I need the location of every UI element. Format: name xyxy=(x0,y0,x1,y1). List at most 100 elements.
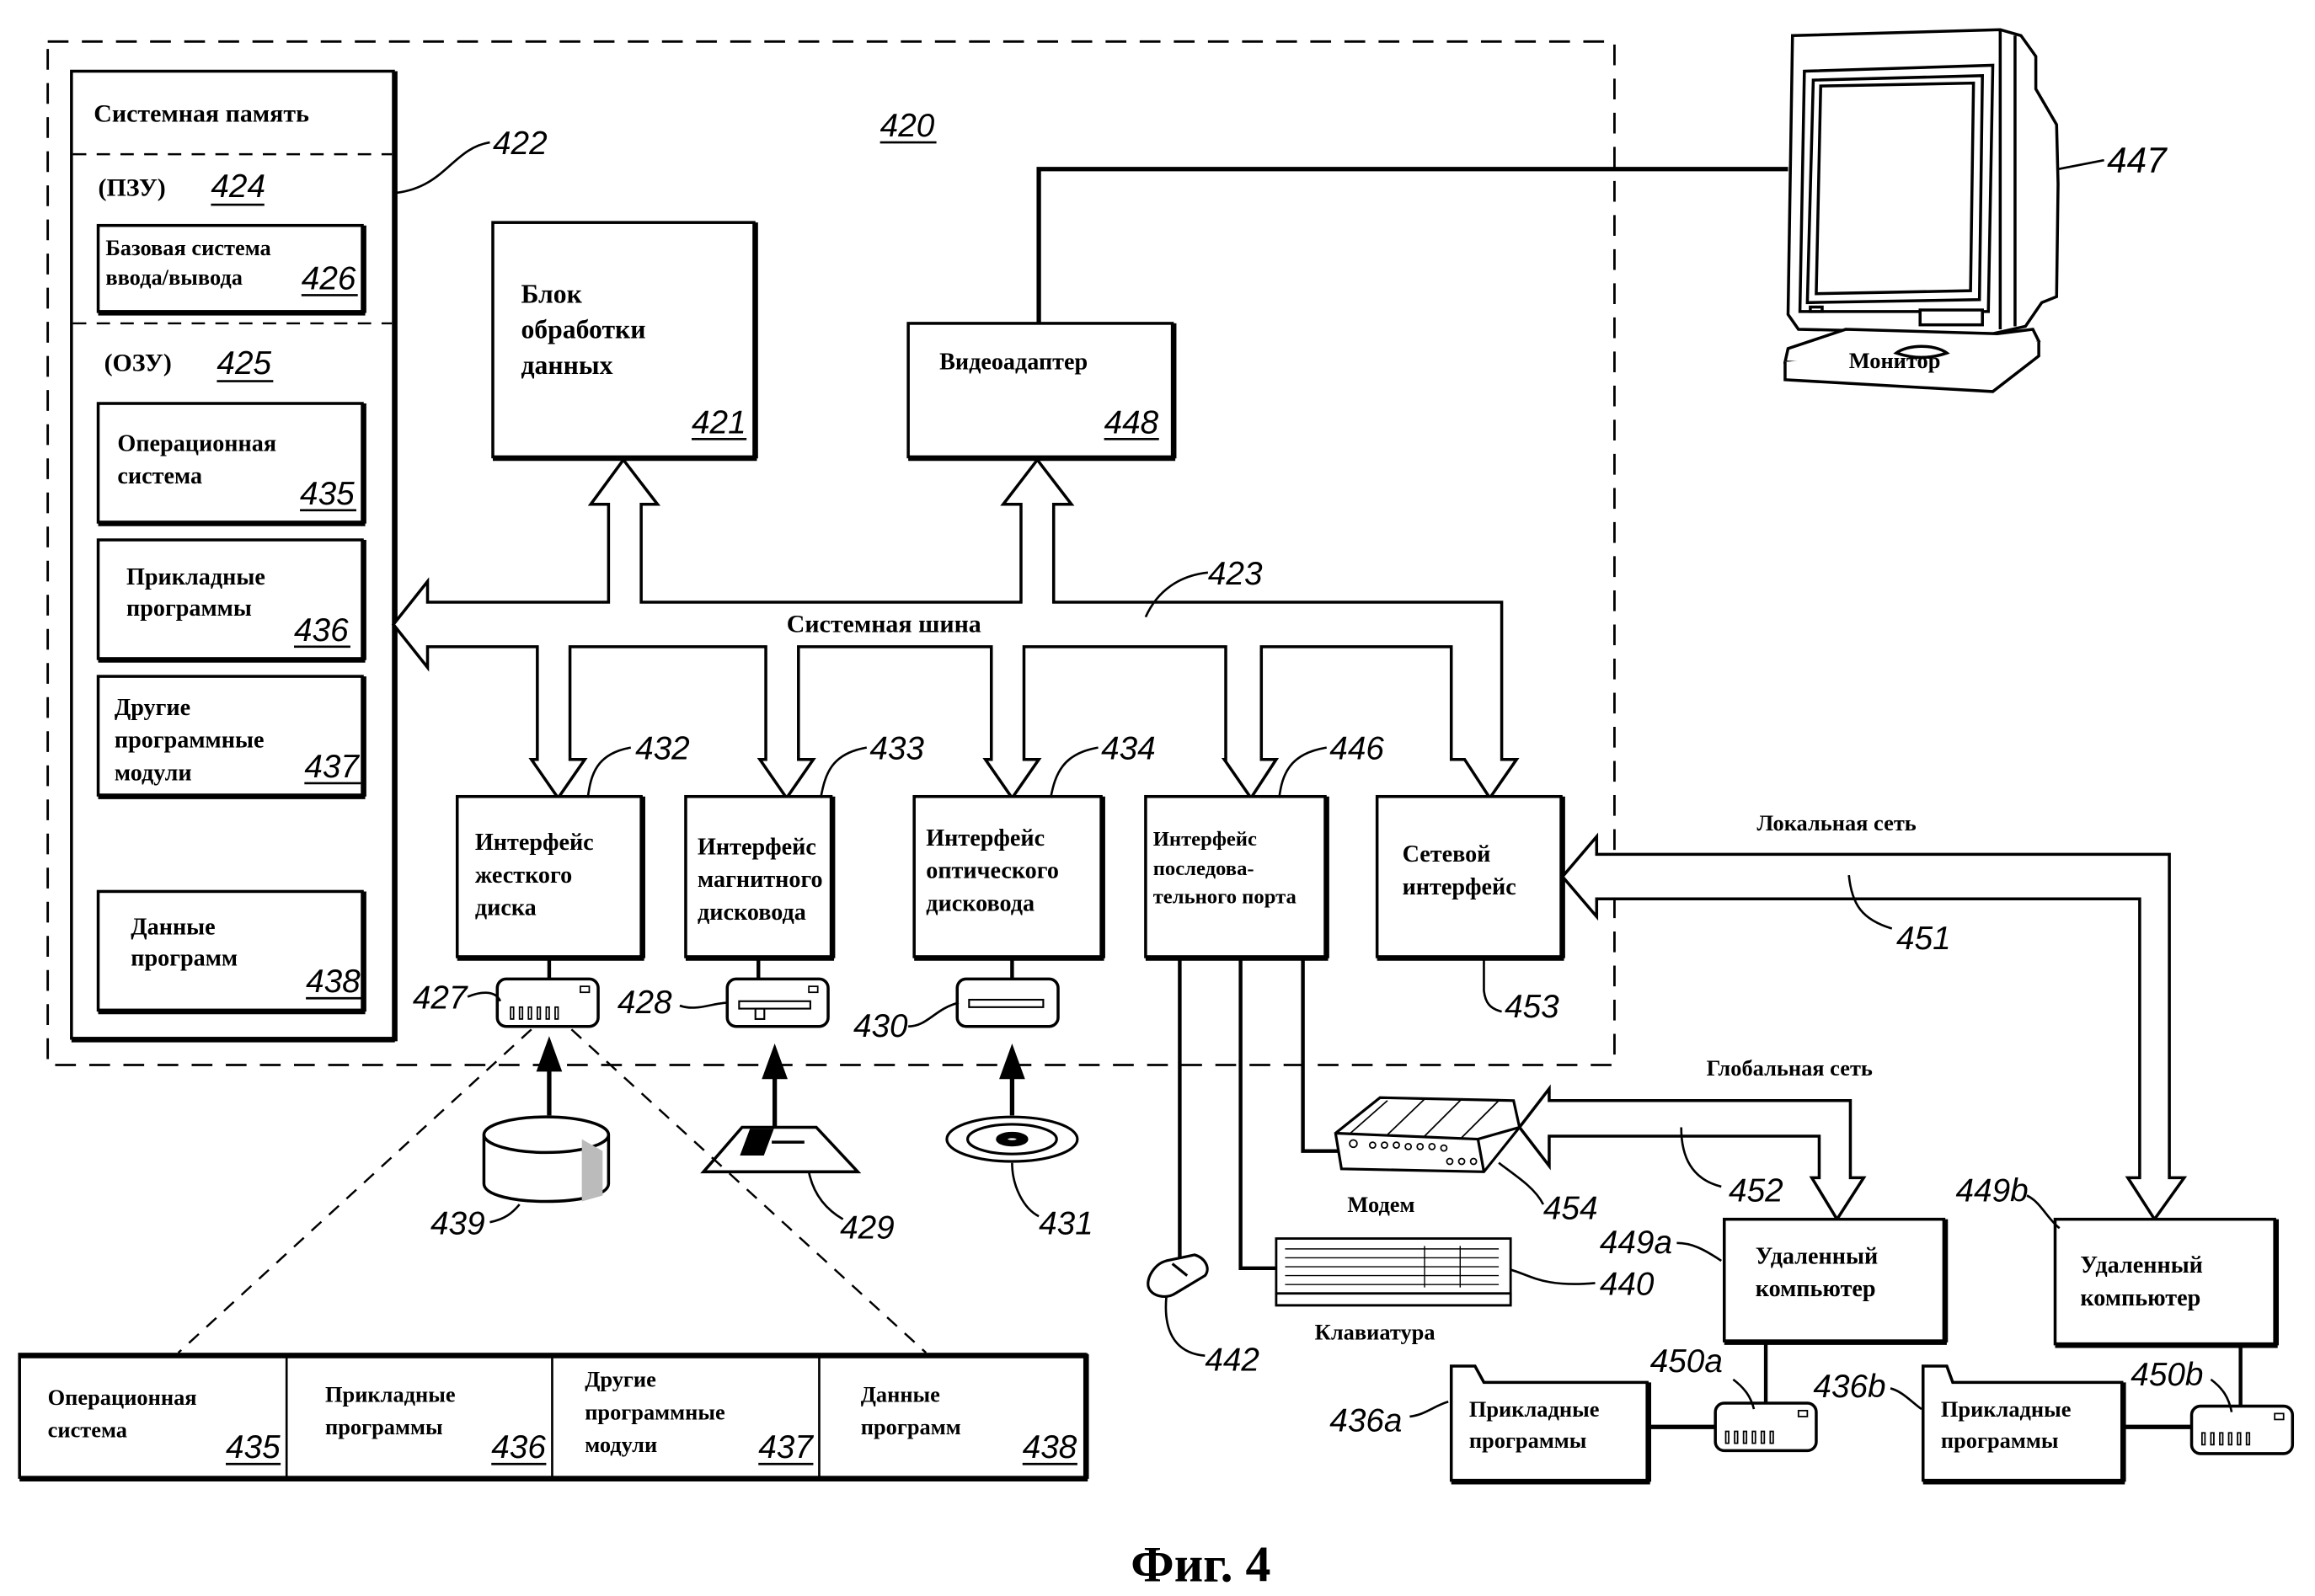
disk-apps-line1: Прикладные xyxy=(325,1381,456,1407)
disk-apps-ref: 436 xyxy=(491,1429,546,1465)
remote-b-apps-ref: 436b xyxy=(1813,1369,1885,1405)
keyboard-ref: 440 xyxy=(1600,1266,1655,1302)
interface-serial-line1: Интерфейс xyxy=(1153,828,1257,851)
monitor-ref-leader xyxy=(2057,158,2104,171)
disk-modules-line1: Другие xyxy=(585,1367,656,1392)
remote-computer-a: Удаленный компьютер 449a xyxy=(1600,1217,1949,1345)
remote-b-apps-folder: Прикладные программы 436b xyxy=(1813,1364,2126,1485)
os-box: Операционная система 435 xyxy=(96,402,366,526)
odd-drive: 430 xyxy=(853,958,1060,1044)
modem-icon xyxy=(1334,1096,1521,1173)
interface-network-ref: 453 xyxy=(1505,989,1559,1025)
cpu-line3: данных xyxy=(521,350,612,380)
remote-a-ref: 449a xyxy=(1600,1225,1672,1261)
floppy-disk-icon xyxy=(700,1125,862,1174)
modules-box: Другие программные модули 437 xyxy=(96,675,366,799)
bus-label: Системная шина xyxy=(787,610,981,638)
remote-b-apps-line2: программы xyxy=(1941,1428,2059,1453)
floppy-ref: 429 xyxy=(840,1210,895,1246)
lan-label: Локальная сеть xyxy=(1757,810,1917,835)
cd-ref: 431 xyxy=(1039,1205,1093,1241)
disk-contents: Операционная система 435 Прикладные прог… xyxy=(18,1353,1089,1481)
disk-modules-line3: модули xyxy=(585,1432,657,1457)
video-label: Видеоадаптер xyxy=(939,350,1088,376)
remote-b-ref: 449b xyxy=(1956,1173,2029,1209)
interface-hdd-line3: диска xyxy=(475,895,537,921)
os-line2: система xyxy=(117,463,202,489)
remote-a-storage: 450a xyxy=(1650,1343,1818,1453)
interface-fdd-line3: дисковода xyxy=(698,899,806,926)
os-ref: 435 xyxy=(300,476,355,512)
system-memory-leader xyxy=(396,141,490,195)
monitor-cable xyxy=(1036,167,1788,323)
figure-caption: Фиг. 4 xyxy=(1131,1536,1270,1592)
video-adapter-box: Видеоадаптер 448 xyxy=(906,322,1177,462)
interface-fdd-line1: Интерфейс xyxy=(698,834,816,860)
data-line1: Данные xyxy=(131,915,215,941)
modem-label: Модем xyxy=(1347,1192,1414,1217)
remote-a-storage-ref: 450a xyxy=(1650,1343,1723,1380)
disk-modules-ref: 437 xyxy=(758,1429,814,1465)
remote-b-storage: 450b xyxy=(2131,1357,2295,1455)
interface-odd-line1: Интерфейс xyxy=(926,825,1045,851)
interface-hdd-line2: жесткого xyxy=(475,862,572,889)
remote-b-apps-line1: Прикладные xyxy=(1941,1396,2072,1422)
data-line2: программ xyxy=(131,946,238,972)
rom-ref: 424 xyxy=(211,168,265,205)
ram-label: (ОЗУ) xyxy=(104,349,172,376)
interface-network: Сетевой интерфейс 453 xyxy=(1375,794,1565,1025)
os-line1: Операционная xyxy=(117,430,276,456)
rom-label: (ПЗУ) xyxy=(99,173,166,201)
system-bus: Системная шина 423 xyxy=(391,457,1520,801)
apps-box: Прикладные программы 436 xyxy=(96,538,366,663)
bus-ref: 423 xyxy=(1208,556,1263,592)
hard-disk-ref: 439 xyxy=(430,1205,485,1241)
projection-line-right xyxy=(570,1028,928,1354)
interface-serial-ref: 446 xyxy=(1329,731,1384,767)
fdd-drive: 428 xyxy=(618,958,830,1028)
interface-serial-line2: последова- xyxy=(1153,857,1254,880)
interface-odd-line3: дисковода xyxy=(926,890,1035,916)
interface-serial: Интерфейс последова- тельного порта 446 xyxy=(1144,731,1384,961)
disk-os-line1: Операционная xyxy=(48,1385,197,1410)
interface-network-line1: Сетевой xyxy=(1403,841,1491,867)
modules-line2: программные xyxy=(115,728,265,754)
interface-network-line2: интерфейс xyxy=(1403,874,1516,900)
modules-line3: модули xyxy=(115,760,192,786)
wan-label: Глобальная сеть xyxy=(1707,1055,1873,1081)
remote-computer-b: Удаленный компьютер 449b xyxy=(1956,1173,2279,1348)
apps-line2: программы xyxy=(126,595,252,622)
cpu-line2: обработки xyxy=(521,315,645,344)
modem-ref: 454 xyxy=(1543,1191,1598,1227)
interface-odd-ref: 434 xyxy=(1101,731,1156,767)
fdd-ref: 428 xyxy=(618,985,672,1021)
media-arrows xyxy=(536,1036,1025,1128)
projection-line-left xyxy=(177,1028,532,1354)
interface-fdd-ref: 433 xyxy=(869,731,924,767)
disk-data-line2: программ xyxy=(861,1414,961,1439)
remote-a-apps-line1: Прикладные xyxy=(1469,1396,1600,1422)
interface-fdd-line2: магнитного xyxy=(698,867,823,893)
remote-b-line2: компьютер xyxy=(2080,1285,2200,1311)
modules-line1: Другие xyxy=(115,695,190,721)
remote-a-apps-folder: Прикладные программы 436a xyxy=(1329,1364,1652,1485)
bios-line1: Базовая система xyxy=(105,235,270,260)
cpu-box: Блок обработки данных 421 xyxy=(491,221,758,462)
cpu-line1: Блок xyxy=(521,279,582,308)
video-ref: 448 xyxy=(1104,404,1159,440)
disk-os-line2: система xyxy=(48,1417,127,1443)
mouse-ref: 442 xyxy=(1205,1342,1259,1378)
system-memory-title: Системная память xyxy=(94,99,309,127)
modules-ref: 437 xyxy=(304,749,360,785)
interface-odd-line2: оптического xyxy=(926,858,1059,884)
remote-a-apps-line2: программы xyxy=(1469,1428,1587,1453)
system-memory: Системная память 422 (ПЗУ) 424 Базовая с… xyxy=(70,69,548,1043)
lan-ref: 451 xyxy=(1896,921,1951,957)
bios-box: Базовая система ввода/вывода 426 xyxy=(96,223,366,316)
apps-ref: 436 xyxy=(294,612,349,649)
cpu-ref: 421 xyxy=(692,404,746,440)
remote-a-line2: компьютер xyxy=(1756,1276,1876,1302)
monitor-label: Монитор xyxy=(1849,348,1941,373)
bios-line2: ввода/вывода xyxy=(105,264,243,290)
interface-hdd-line1: Интерфейс xyxy=(475,830,594,856)
